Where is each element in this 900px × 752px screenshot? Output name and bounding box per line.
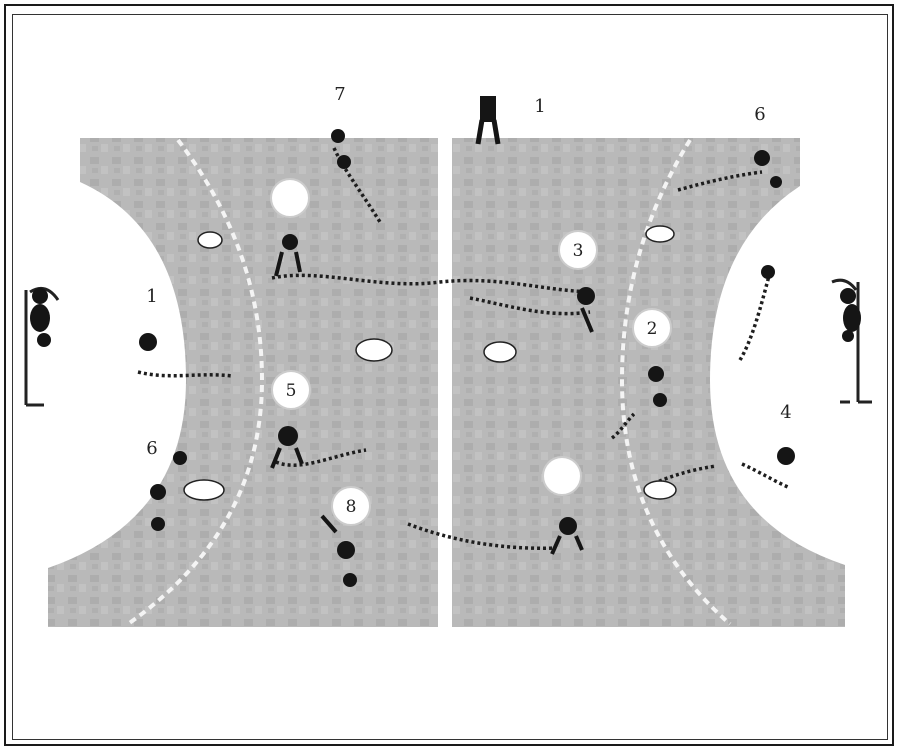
label-top-right: 6	[754, 104, 765, 125]
outer-frame	[4, 4, 894, 746]
number-circle-icon	[542, 456, 582, 496]
player-icon	[550, 517, 584, 555]
left-goal	[24, 286, 60, 407]
players	[139, 96, 795, 587]
player-icon	[320, 514, 357, 587]
player-icon	[270, 426, 304, 469]
label-left-low: 6	[146, 438, 157, 459]
player-icon	[648, 366, 667, 407]
number-circle-icon: 3	[558, 230, 598, 270]
player-icon	[331, 129, 351, 169]
ball-icon	[643, 480, 677, 500]
circle-label: 2	[647, 319, 658, 339]
player-icon	[475, 96, 501, 145]
court-right-half	[452, 138, 845, 627]
player-icon	[274, 234, 302, 277]
player-icon	[577, 287, 595, 333]
number-circle-icon: 8	[331, 486, 371, 526]
player-icon	[139, 333, 157, 351]
number-circle-icon: 5	[271, 370, 311, 410]
player-icon	[761, 265, 775, 279]
ball-icon	[355, 338, 393, 362]
ball-icon	[483, 341, 517, 363]
number-circle-icon	[270, 178, 310, 218]
left-goalkeeper-icon	[30, 288, 51, 347]
ball-icon	[645, 225, 675, 243]
circle-label: 8	[346, 497, 357, 517]
label-top-center: 1	[534, 96, 545, 117]
right-goal	[831, 278, 872, 404]
label-right-low: 4	[780, 402, 791, 423]
label-top-left: 7	[334, 84, 345, 105]
ball-icon	[197, 231, 223, 249]
player-icon	[150, 451, 187, 531]
number-circle-icon: 2	[632, 308, 672, 348]
court-left-half	[48, 138, 438, 627]
right-free-throw-line	[619, 138, 732, 626]
player-icon	[754, 150, 782, 188]
left-free-throw-line	[126, 138, 265, 626]
circle-label: 5	[286, 381, 297, 401]
right-goalkeeper-icon	[840, 288, 861, 342]
player-icon	[777, 447, 795, 465]
label-left-mid: 1	[146, 286, 157, 307]
ball-icons	[183, 225, 677, 501]
ball-icon	[183, 479, 225, 501]
inner-frame	[12, 14, 888, 740]
circle-label: 3	[573, 241, 584, 261]
